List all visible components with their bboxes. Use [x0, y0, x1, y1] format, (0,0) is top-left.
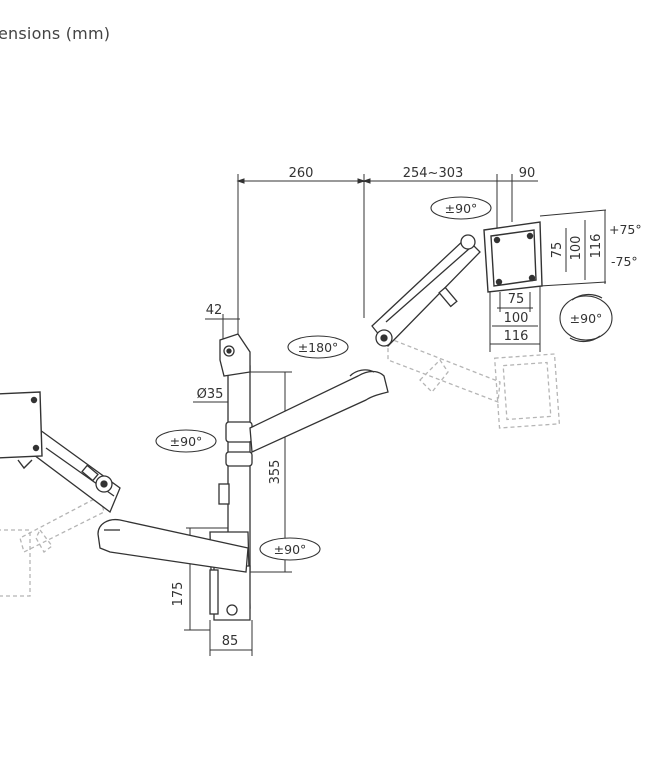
vesa-vertical-dimension-lines — [539, 209, 607, 287]
page-title: ensions (mm) — [0, 24, 111, 43]
extension-label: 254~303 — [403, 166, 464, 181]
base-swivel-badge: ±90° — [259, 537, 321, 561]
clamp-width-dimension-lines — [209, 620, 253, 656]
clamp-top-dimension-lines — [205, 314, 240, 340]
tilt-up-label: +75° — [609, 222, 642, 237]
pole — [218, 365, 253, 571]
vesa-vertical-116-label: 116 — [589, 234, 604, 259]
plate-rotation-badge: ±90° — [559, 293, 613, 343]
arm-swivel-label: ±180° — [298, 340, 339, 355]
right-vesa-plate — [483, 221, 543, 293]
right-lower-arm — [249, 369, 389, 453]
right-gas-spring-arm — [371, 234, 481, 347]
left-lower-arm — [97, 518, 249, 573]
plate-swivel-label: ±90° — [445, 201, 478, 216]
plate-rotation-label: ±90° — [570, 311, 603, 326]
arm-swivel-badge: ±180° — [287, 335, 349, 359]
vesa-vertical-100-label: 100 — [569, 236, 584, 261]
clamp-top-width-label: 42 — [206, 303, 223, 318]
arm-length-label: 260 — [289, 166, 314, 181]
pole-top-cap — [219, 333, 251, 377]
vesa-vertical-75-label: 75 — [550, 242, 565, 259]
vesa-horizontal-dimension-lines — [489, 286, 541, 352]
vesa-horizontal-75-label: 75 — [508, 292, 525, 307]
plate-offset-label: 90 — [519, 166, 536, 181]
pole-height-label: 355 — [268, 460, 283, 485]
left-gas-spring-arm — [29, 429, 121, 514]
top-dimension-lines — [236, 174, 538, 340]
left-vesa-plate — [0, 391, 43, 470]
base-swivel-label: ±90° — [274, 542, 307, 557]
clamp-width-label: 85 — [222, 634, 239, 649]
pole-diameter-label: Ø35 — [197, 387, 224, 402]
right-arm-ghost — [387, 337, 561, 429]
tilt-down-label: -75° — [611, 254, 638, 269]
plate-swivel-badge: ±90° — [430, 196, 492, 220]
vesa-horizontal-100-label: 100 — [504, 311, 529, 326]
clamp-height-label: 175 — [171, 582, 186, 607]
left-arm-ghost — [0, 495, 105, 597]
left-arm-swivel-badge: ±90° — [155, 429, 217, 453]
vesa-horizontal-116-label: 116 — [504, 329, 529, 344]
left-arm-swivel-label: ±90° — [170, 434, 203, 449]
